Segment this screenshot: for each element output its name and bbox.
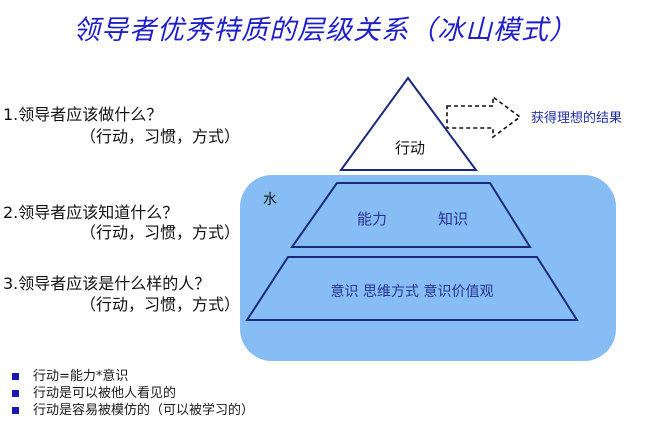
question-1-subtitle: （行动，习惯，方式）: [80, 127, 241, 146]
water-label: 水: [263, 192, 277, 208]
question-2: 2.领导者应该知道什么？: [3, 203, 179, 222]
dashed-arrow-icon: [446, 95, 522, 139]
water-area: [240, 175, 616, 361]
question-3-subtitle: （行动，习惯，方式）: [80, 295, 241, 314]
middle-trapezoid: [290, 182, 532, 248]
top-triangle: [339, 76, 478, 171]
question-1: 1.领导者应该做什么？: [3, 105, 163, 124]
bullet-item: 行动是可以被他人看见的: [12, 385, 254, 402]
square-bullet-icon: [12, 373, 19, 380]
bullet-list: 行动=能力*意识 行动是可以被他人看见的 行动是容易被模仿的（可以被学习的）: [12, 368, 254, 419]
question-3: 3.领导者应该是什么样的人？: [3, 274, 211, 293]
square-bullet-icon: [12, 390, 19, 397]
bottom-trapezoid-label: 意识 思维方式 意识价值观: [331, 283, 494, 300]
top-triangle-label: 行动: [395, 139, 425, 157]
arrow-label: 获得理想的结果: [531, 110, 622, 126]
knowledge-label: 知识: [438, 210, 468, 228]
bullet-item: 行动是容易被模仿的（可以被学习的）: [12, 402, 254, 419]
square-bullet-icon: [12, 407, 19, 414]
bullet-item: 行动=能力*意识: [12, 368, 254, 385]
question-2-subtitle: （行动，习惯，方式）: [80, 223, 241, 242]
page-title: 领导者优秀特质的层级关系（冰山模式）: [73, 15, 577, 46]
ability-label: 能力: [357, 210, 387, 228]
bottom-trapezoid: [245, 256, 579, 321]
